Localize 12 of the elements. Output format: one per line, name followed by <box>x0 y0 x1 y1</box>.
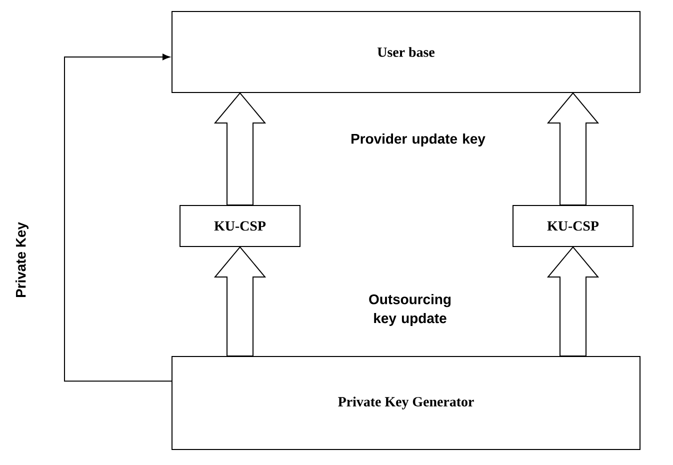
process-box: KU-CSP <box>512 205 634 247</box>
edge-label: Private Key <box>16 222 28 298</box>
annotation-text: Provider update key <box>352 134 486 146</box>
block-arrow <box>214 92 266 206</box>
annotation-text: Outsourcing key update <box>369 294 451 326</box>
process-box: User base <box>172 11 640 93</box>
arrow <box>64 54 172 382</box>
process-box: Private Key Generator <box>172 356 640 450</box>
process-box: KU-CSP <box>180 205 300 247</box>
block-arrow <box>214 246 266 356</box>
block-arrow <box>546 92 600 206</box>
block-arrow <box>546 246 600 356</box>
